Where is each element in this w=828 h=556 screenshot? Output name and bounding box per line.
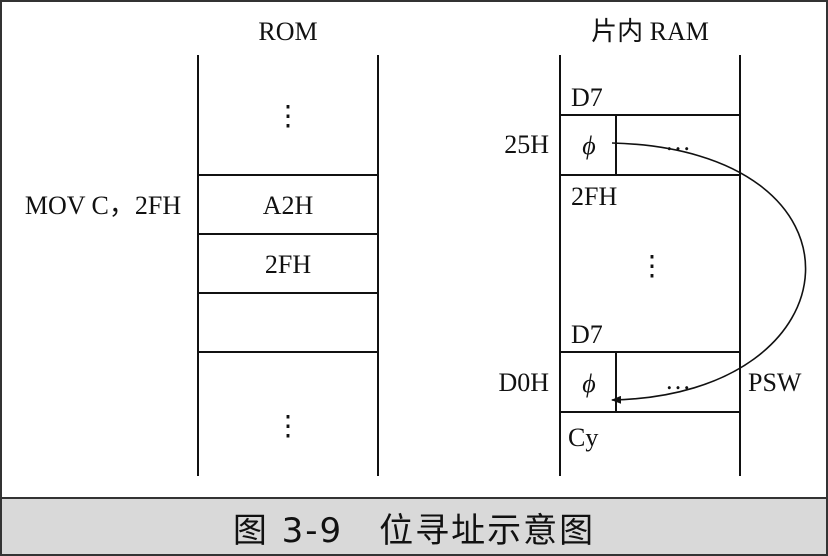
ram-upper-bit-symbol: ϕ <box>582 131 595 160</box>
ram-lower-register: PSW <box>748 368 802 397</box>
figure-caption: 图 3-9 位寻址示意图 <box>232 511 596 551</box>
ram-lower-bit-name: Cy <box>568 423 598 452</box>
rom-column: ROM ⋮ MOV C，2FH A2H 2FH ⋮ <box>25 17 379 476</box>
rom-title: ROM <box>258 17 317 46</box>
ram-lower-address: D0H <box>498 368 549 397</box>
bit-addressing-diagram: ROM ⋮ MOV C，2FH A2H 2FH ⋮ 片内 RAM D7 25H <box>25 17 807 476</box>
ram-upper-bit-address: 2FH <box>571 182 617 211</box>
rom-top-ellipsis: ⋮ <box>274 101 302 132</box>
rom-cell-opcode: A2H <box>263 191 314 220</box>
ram-upper-bit-label: D7 <box>571 83 603 112</box>
ram-middle-ellipsis: ⋮ <box>638 251 666 282</box>
ram-lower-bit-label: D7 <box>571 320 603 349</box>
bit-transfer-arrow <box>611 142 807 404</box>
rom-cell-operand: 2FH <box>265 250 311 279</box>
ram-column: 片内 RAM D7 25H ϕ … 2FH ⋮ D7 D0H ϕ … PSW C… <box>498 17 802 476</box>
ram-upper-dots: … <box>665 127 691 156</box>
caption-bar: 图 3-9 位寻址示意图 <box>0 497 828 556</box>
ram-lower-bit-symbol: ϕ <box>582 369 595 398</box>
ram-title: 片内 RAM <box>591 17 709 46</box>
rom-instruction-label: MOV C，2FH <box>25 191 182 220</box>
ram-upper-address: 25H <box>504 130 549 159</box>
rom-bottom-ellipsis: ⋮ <box>274 411 302 442</box>
